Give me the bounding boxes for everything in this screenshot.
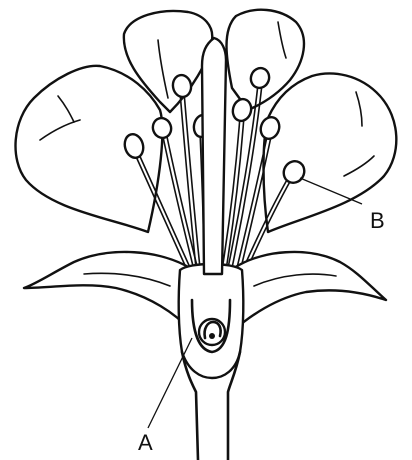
label-a: A <box>138 430 153 455</box>
label-b: B <box>370 208 385 233</box>
sepal-left <box>24 252 190 330</box>
label-a-leader <box>148 338 192 428</box>
sepal-right <box>234 252 386 330</box>
ovule <box>199 319 225 345</box>
